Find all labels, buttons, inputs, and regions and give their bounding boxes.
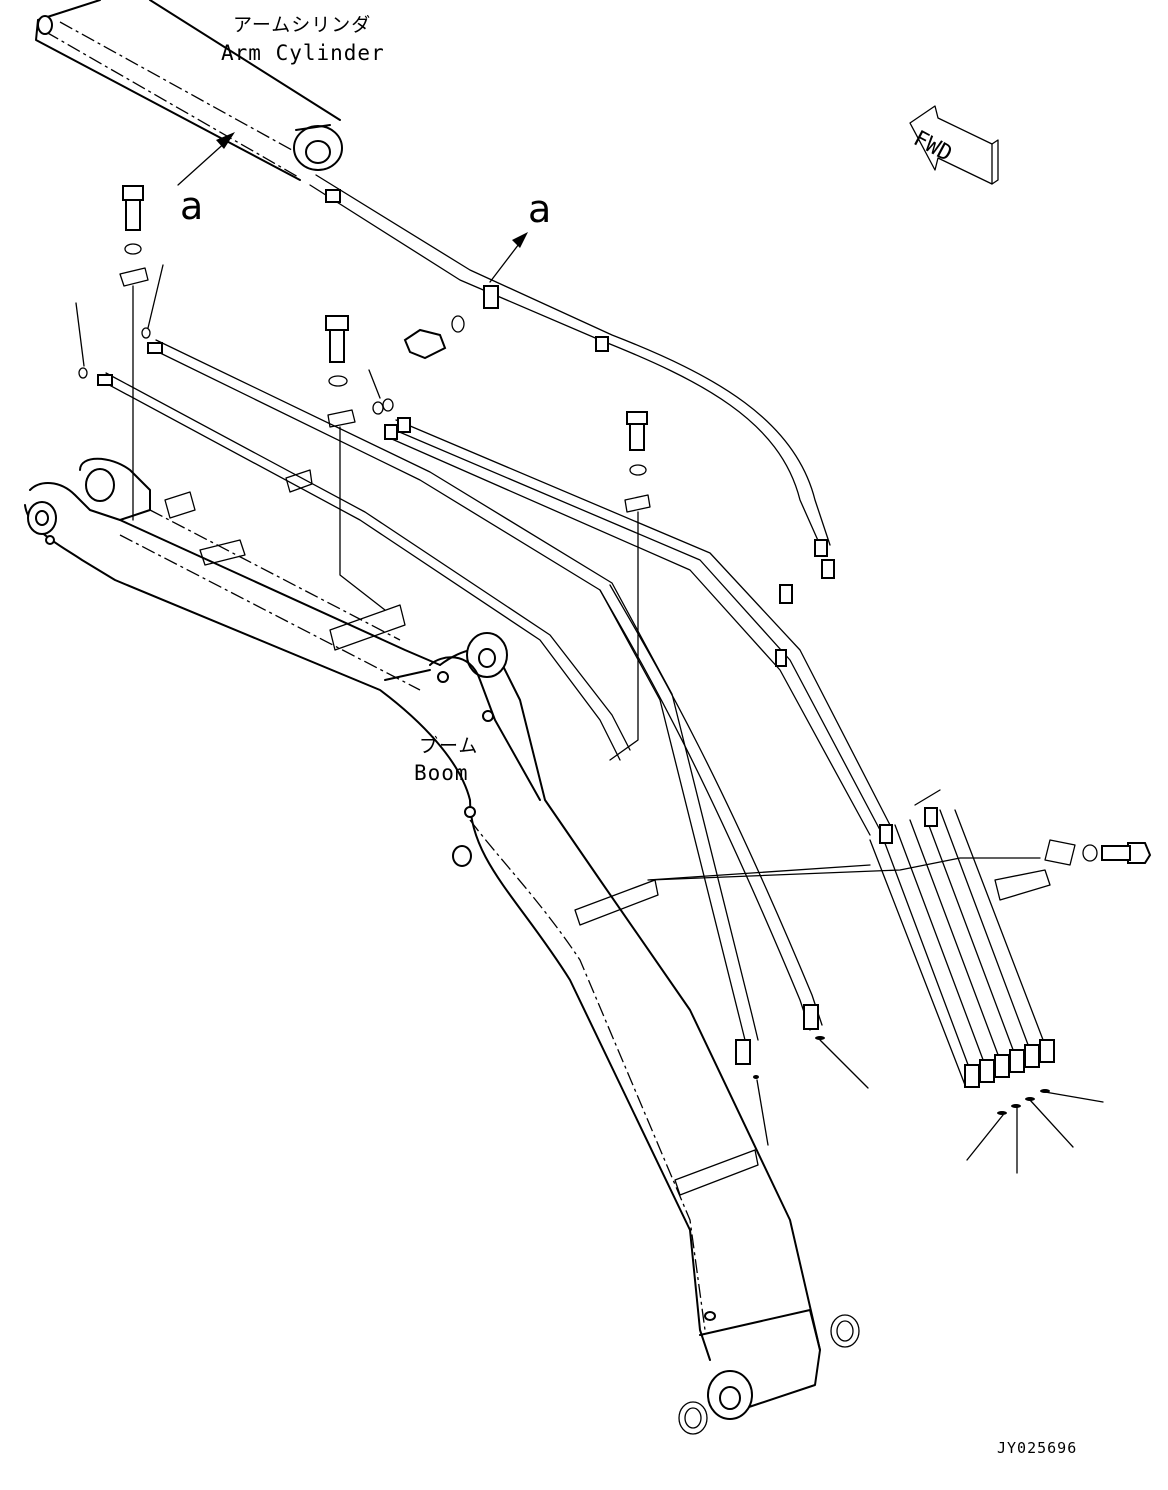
clamps-and-bolts bbox=[78, 185, 1152, 1196]
arm-cylinder-label-en: Arm Cylinder bbox=[221, 41, 385, 65]
arm-cylinder bbox=[35, 0, 343, 181]
fwd-arrow-icon bbox=[909, 105, 999, 185]
arm-cylinder-label-jp: アームシリンダ bbox=[233, 14, 372, 36]
drawing-code: JY025696 bbox=[997, 1439, 1078, 1457]
callout-a-left: a bbox=[180, 184, 204, 228]
boom bbox=[24, 457, 860, 1435]
callout-a-right: a bbox=[528, 187, 552, 231]
leader-lines bbox=[75, 132, 1104, 1174]
boom-label-en: Boom bbox=[414, 761, 469, 785]
boom-label-jp: ブーム bbox=[419, 735, 479, 757]
hose-lines bbox=[97, 174, 1055, 1088]
